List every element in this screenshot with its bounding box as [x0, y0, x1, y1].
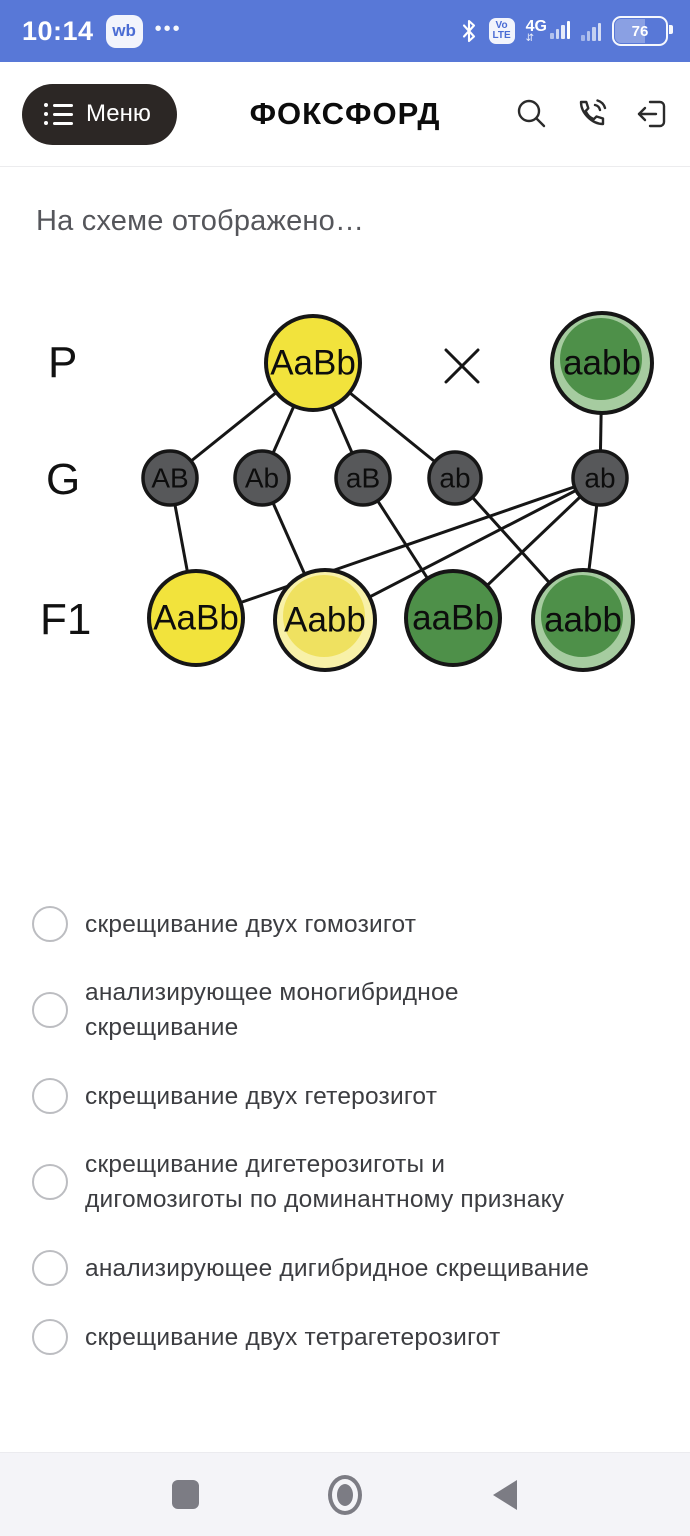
back-button[interactable]: [483, 1473, 527, 1517]
answer-option-5[interactable]: анализирующее дигибридное скрещивание: [32, 1250, 662, 1286]
svg-text:aabb: aabb: [544, 601, 622, 640]
phone-call-icon: [579, 99, 607, 126]
recents-square-icon: [171, 1480, 199, 1509]
home-circle-icon: [328, 1474, 362, 1515]
svg-text:AaBb: AaBb: [270, 344, 356, 383]
diagram-node-ab: ab: [571, 449, 629, 507]
search-icon: [517, 99, 546, 128]
clock: 10:14: [22, 15, 94, 46]
battery-percent: 76: [631, 22, 649, 40]
question-title: На схеме отображено…: [36, 205, 365, 237]
signal-bars-icon: [550, 19, 570, 39]
diagram-node-aB: aB: [334, 449, 392, 507]
radio-button[interactable]: [32, 1250, 68, 1286]
svg-text:AB: AB: [151, 463, 188, 494]
logout-icon: [637, 100, 666, 128]
bluetooth-icon: [462, 19, 475, 43]
wb-app-icon: wb: [105, 14, 143, 48]
signal-bars-2-icon: [581, 21, 601, 41]
app-header: Меню ФОКСФОРД: [0, 62, 690, 167]
diagram-node-Aabb: Aabb: [273, 568, 377, 672]
volte-icon: Vo LTE: [488, 18, 515, 44]
svg-text:aB: aB: [346, 463, 380, 494]
answer-options-list: скрещивание двух гомозигот анализирующее …: [32, 906, 662, 1355]
diagram-node-aabb: aabb: [550, 311, 654, 415]
back-triangle-icon: [493, 1479, 517, 1510]
radio-button[interactable]: [32, 992, 68, 1028]
radio-button[interactable]: [32, 1319, 68, 1355]
network-type-label: 4G: [525, 17, 547, 35]
generation-label-G: G: [46, 455, 80, 504]
cross-symbol: [444, 348, 480, 384]
generation-label-F1: F1: [40, 595, 91, 644]
battery-icon: 76: [612, 16, 673, 46]
menu-button[interactable]: Меню: [22, 83, 177, 145]
diagram-node-aabb: aabb: [531, 568, 635, 672]
diagram-node-AaBb: AaBb: [147, 569, 245, 667]
svg-text:aaBb: aaBb: [412, 599, 494, 638]
diagram-node-Ab: Ab: [233, 449, 291, 507]
svg-text:ab: ab: [584, 463, 615, 494]
cross-edge: [195, 476, 601, 620]
diagram-node-ab: ab: [427, 450, 483, 506]
svg-text:Aabb: Aabb: [284, 601, 366, 640]
radio-button[interactable]: [32, 1078, 68, 1114]
answer-option-6[interactable]: скрещивание двух тетрагетерозигот: [32, 1319, 662, 1355]
android-nav-bar: [0, 1452, 690, 1536]
call-button[interactable]: [572, 95, 610, 133]
answer-option-label: скрещивание двух гетерозигот: [85, 1082, 438, 1110]
svg-text:ab: ab: [439, 463, 470, 494]
radio-button[interactable]: [32, 1164, 68, 1200]
diagram-node-AB: AB: [141, 449, 199, 507]
answer-option-label: скрещивание двух тетрагетерозигот: [85, 1323, 501, 1351]
radio-button[interactable]: [32, 906, 68, 942]
list-menu-icon: [44, 103, 73, 125]
answer-option-3[interactable]: скрещивание двух гетерозигот: [32, 1078, 662, 1114]
status-bar: 10:14 wb ••• Vo LTE 4G ⇵: [0, 0, 690, 62]
answer-option-1[interactable]: скрещивание двух гомозигот: [32, 906, 662, 942]
diagram-node-aaBb: aaBb: [404, 569, 502, 667]
svg-text:Ab: Ab: [245, 463, 279, 494]
foxford-logo: ФОКСФОРД: [249, 96, 441, 131]
generation-label-P: P: [48, 338, 77, 387]
svg-text:aabb: aabb: [563, 344, 641, 383]
mobile-network-icon: 4G ⇵: [525, 17, 570, 44]
logout-button[interactable]: [632, 95, 670, 133]
answer-option-label: анализирующее дигибридное скрещивание: [85, 1254, 590, 1282]
recents-button[interactable]: [163, 1473, 207, 1517]
svg-text:AaBb: AaBb: [153, 599, 239, 638]
diagram-node-AaBb: AaBb: [264, 314, 362, 412]
search-button[interactable]: [512, 95, 550, 133]
home-button[interactable]: [323, 1473, 367, 1517]
menu-button-label: Меню: [86, 100, 151, 127]
answer-option-label: скрещивание двух гомозигот: [85, 910, 417, 938]
data-arrows-icon: ⇵: [525, 32, 535, 44]
